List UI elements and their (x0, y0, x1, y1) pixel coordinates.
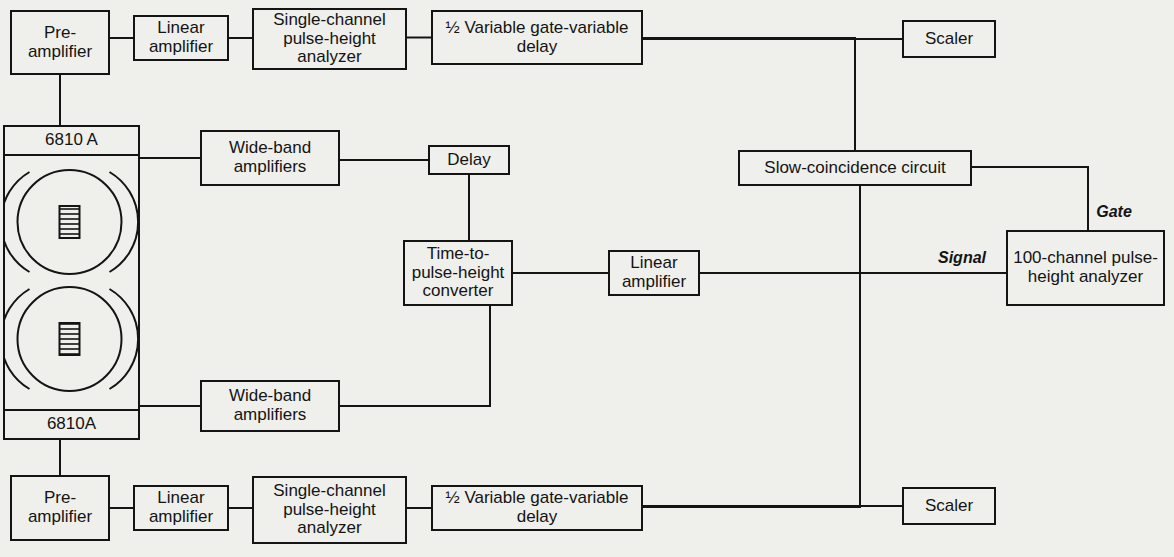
signal-wire (340, 159, 428, 161)
box-label: Delay (447, 151, 490, 170)
gate-delay-box: ½ Variable gate-variable delay (431, 10, 643, 65)
box-label: ½ Variable gate-variable delay (438, 19, 636, 56)
converter-box: Time-to-pulse-height converter (403, 240, 513, 306)
linear-amplifier-box: Linear amplifier (133, 485, 229, 531)
preamplifier-box: Pre-amplifier (10, 475, 110, 541)
box-label: Single-channel pulse-height analyzer (259, 11, 400, 67)
signal-wire (59, 440, 61, 475)
signal-wire (229, 507, 252, 509)
box-label: Linear amplifier (615, 254, 693, 291)
signal-wire (140, 157, 200, 159)
box-label: ½ Variable gate-variable delay (438, 489, 636, 526)
signal-label: Signal (936, 249, 988, 267)
signal-wire (407, 37, 431, 39)
box-label: Single-channel pulse-height analyzer (259, 482, 400, 538)
box-label: Linear amplifier (140, 19, 222, 56)
box-label: 100-channel pulse-height analyzer (1013, 249, 1158, 286)
signal-wire (59, 75, 61, 125)
tube-label: 6810A (5, 409, 138, 438)
box-label: Pre-amplifier (17, 489, 103, 526)
linear-amplifier-box: Linear amplifier (133, 15, 229, 61)
signal-wire (972, 167, 1088, 230)
photomultiplier-assembly: 6810 A 6810A (3, 125, 140, 440)
box-label: Scaler (925, 497, 973, 516)
signal-wire (643, 186, 860, 507)
signal-wire (468, 175, 470, 240)
wide-band-amplifier-box: Wide-band amplifiers (200, 380, 340, 432)
box-label: Time-to-pulse-height converter (410, 245, 506, 301)
box-label: Linear amplifier (140, 489, 222, 526)
signal-wire (340, 306, 490, 406)
signal-wire (407, 507, 431, 509)
signal-wire (700, 272, 1006, 274)
signal-wire (229, 37, 252, 39)
delay-box: Delay (428, 145, 510, 175)
tube-label: 6810 A (5, 127, 138, 156)
signal-label: Gate (1094, 203, 1134, 221)
box-label: Wide-band amplifiers (207, 387, 333, 424)
signal-wire (643, 38, 855, 150)
photomultiplier-illustration (5, 127, 138, 438)
linear-amplifier-box: Linear amplifier (608, 250, 700, 296)
box-label: Pre-amplifier (17, 24, 103, 61)
signal-wire (140, 405, 200, 407)
signal-wire (513, 272, 608, 274)
box-label: Wide-band amplifiers (207, 139, 333, 176)
pulse-height-analyzer-box: Single-channel pulse-height analyzer (252, 476, 407, 544)
multichannel-analyzer-box: 100-channel pulse-height analyzer (1006, 230, 1165, 306)
wide-band-amplifier-box: Wide-band amplifiers (200, 130, 340, 186)
coincidence-box: Slow-coincidence circuit (738, 150, 972, 186)
scaler-box: Scaler (902, 20, 996, 58)
scaler-box: Scaler (902, 487, 996, 525)
pulse-height-analyzer-box: Single-channel pulse-height analyzer (252, 8, 407, 70)
signal-wire (110, 507, 133, 509)
box-label: Scaler (925, 30, 973, 49)
box-label: Slow-coincidence circuit (764, 159, 945, 178)
signal-wire (110, 37, 133, 39)
gate-delay-box: ½ Variable gate-variable delay (431, 485, 643, 531)
preamplifier-box: Pre-amplifier (10, 10, 110, 75)
